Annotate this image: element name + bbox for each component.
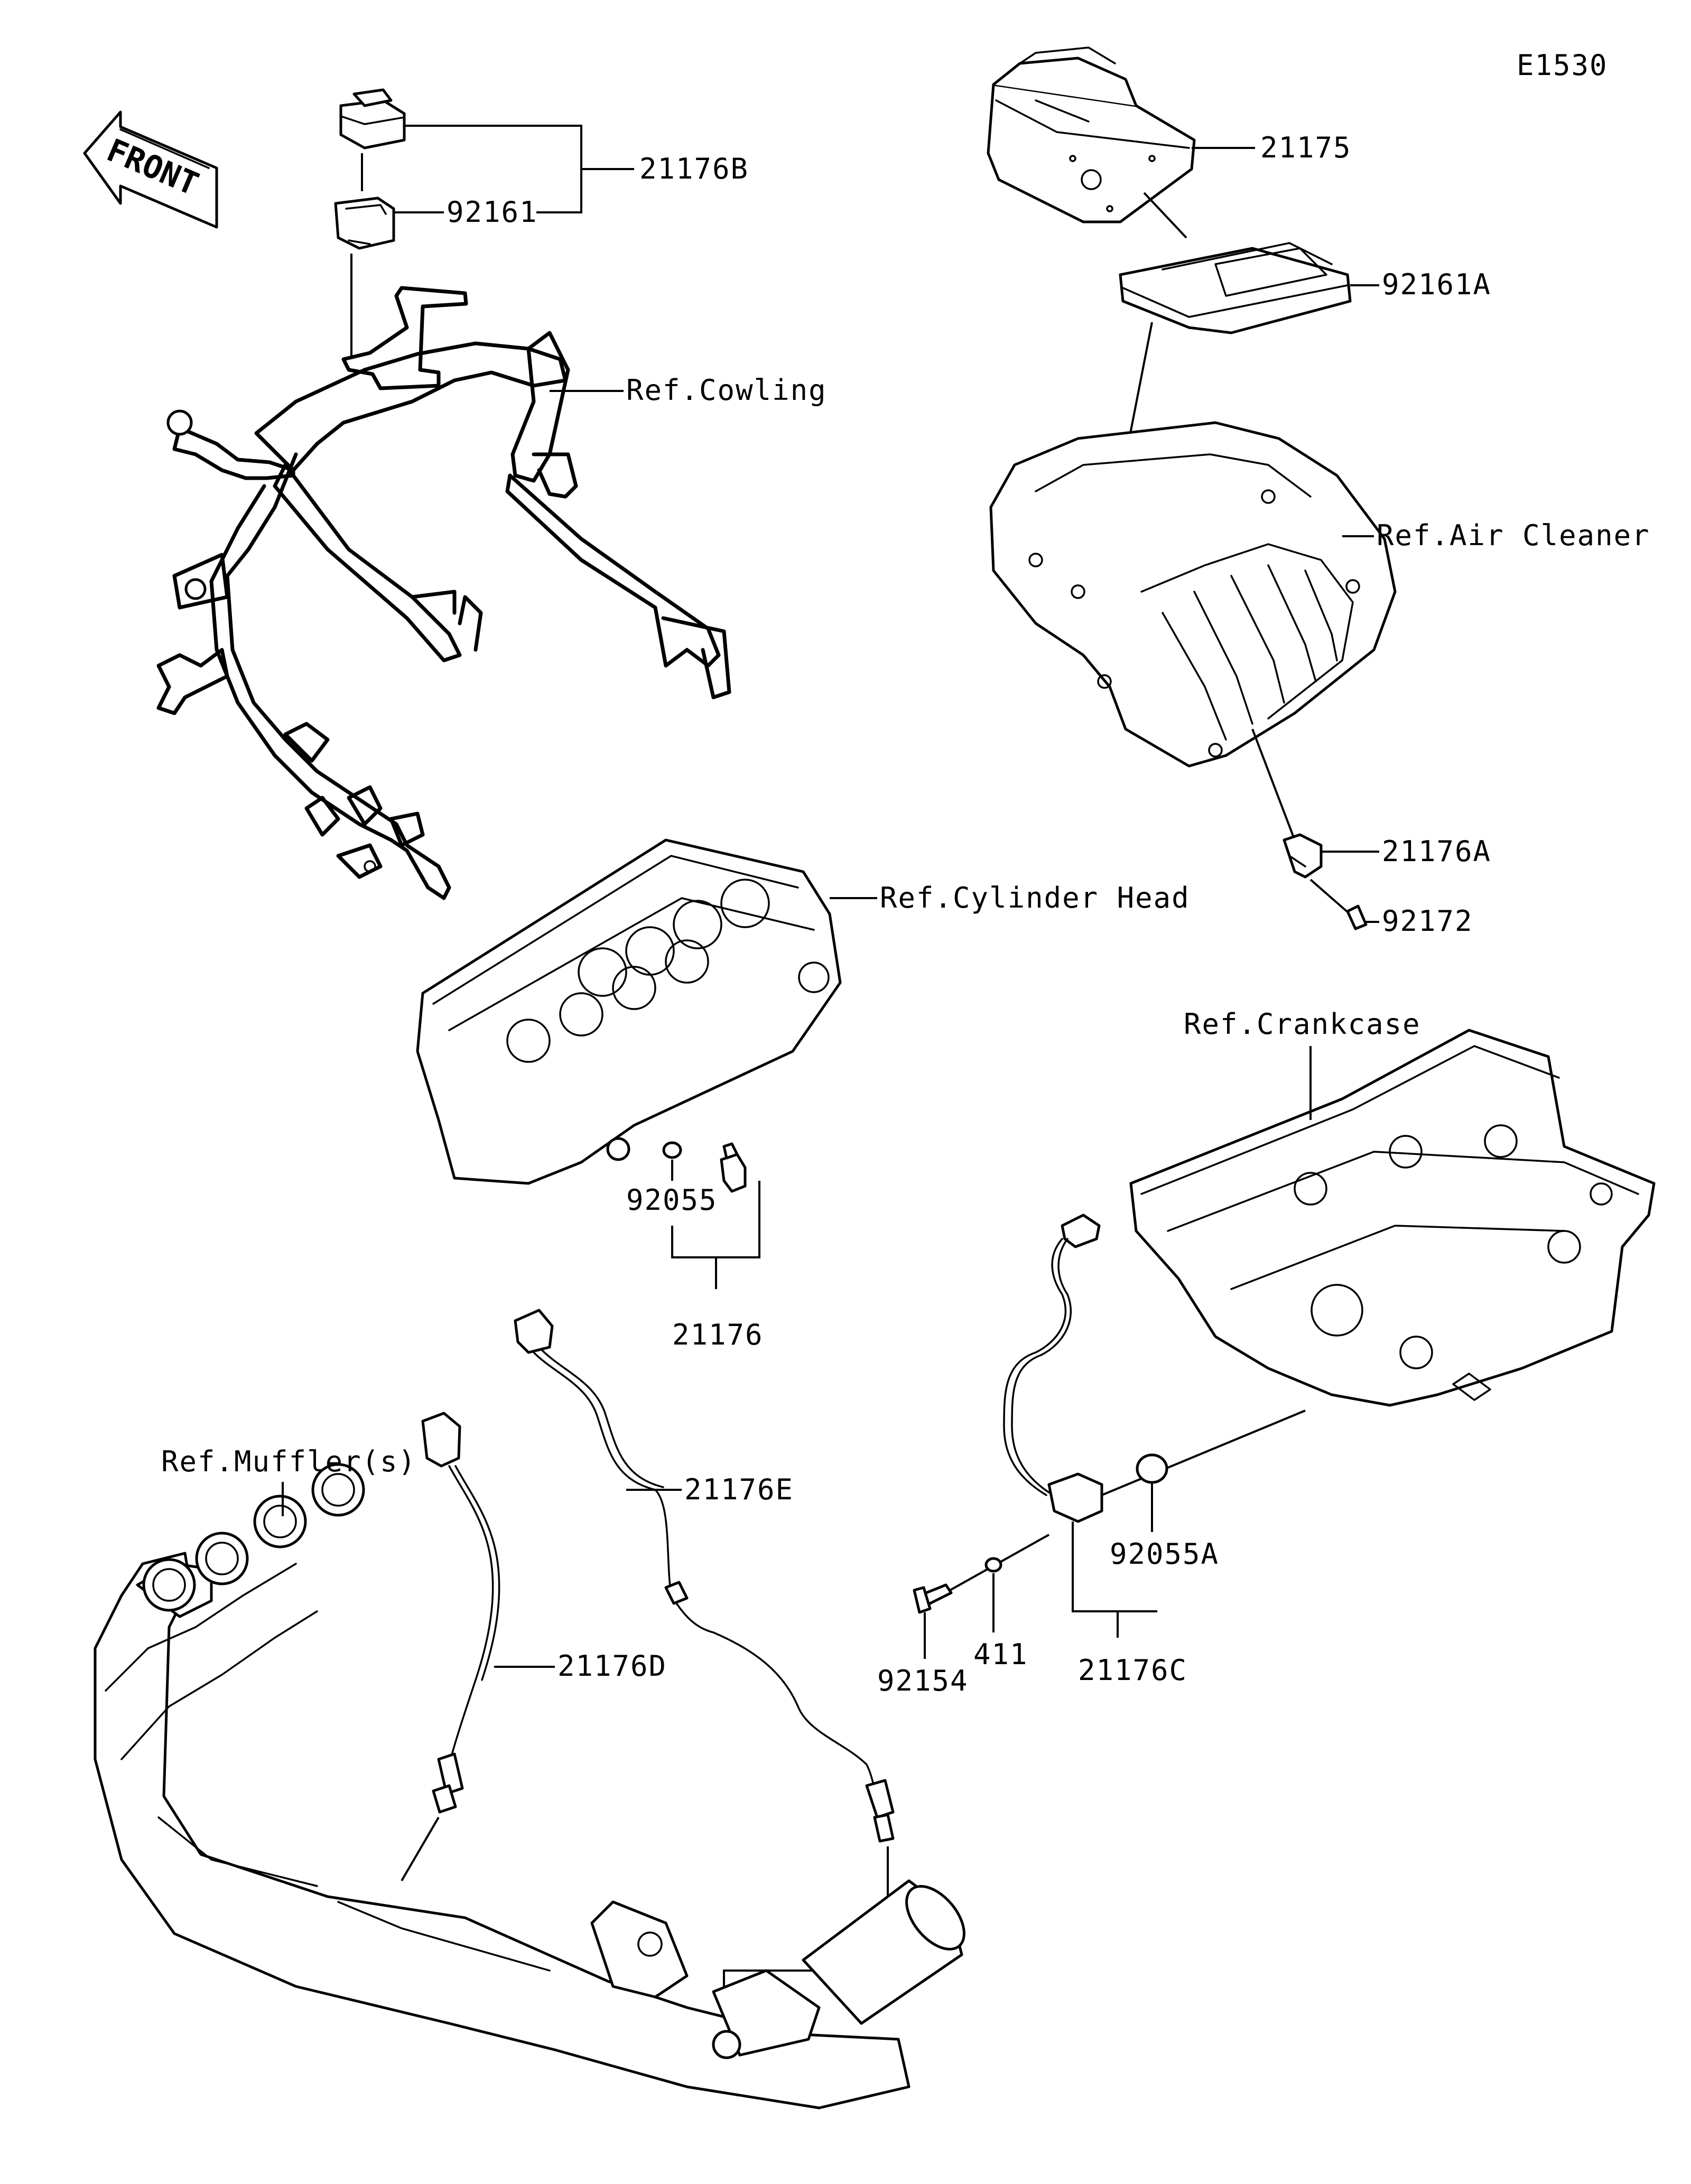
o2-sensor-21176D [421, 1412, 500, 1814]
label-21176B: 21176B [639, 152, 749, 185]
label-ref-air-cleaner: Ref.Air Cleaner [1377, 519, 1650, 552]
o2-sensor-21176E [514, 1309, 895, 1843]
label-21176A: 21176A [1382, 835, 1491, 868]
washer-411 [984, 1557, 1002, 1573]
label-411: 411 [973, 1638, 1028, 1671]
crankcase [1129, 1029, 1656, 1407]
boot-92161 [334, 197, 395, 250]
relay-21176B [339, 88, 406, 150]
label-92055A: 92055A [1110, 1537, 1219, 1571]
cowling-frame [156, 286, 731, 900]
label-92161A: 92161A [1382, 268, 1491, 301]
bolt-92154 [913, 1583, 953, 1614]
label-ref-cowling: Ref.Cowling [626, 374, 827, 407]
label-21176: 21176 [672, 1318, 764, 1351]
label-21175: 21175 [1260, 131, 1352, 164]
cylinder-head [416, 838, 842, 1185]
label-ref-cylinder-head: Ref.Cylinder Head [880, 881, 1190, 914]
exhaust-muffler [94, 1463, 965, 2110]
sensor-21176A [1283, 833, 1323, 879]
label-21176E: 21176E [684, 1473, 794, 1506]
holder-92161A [1119, 242, 1352, 334]
label-92161: 92161 [447, 195, 538, 229]
ecu-21175 [987, 46, 1196, 223]
label-92172: 92172 [1382, 904, 1473, 938]
harness-21176C [1003, 1214, 1103, 1523]
label-21176C: 21176C [1078, 1654, 1187, 1687]
label-21176D: 21176D [558, 1649, 667, 1683]
label-92154: 92154 [877, 1664, 969, 1697]
diagram-code: E1530 [1517, 49, 1608, 82]
oring-92055A [1136, 1453, 1168, 1484]
label-ref-crankcase: Ref.Crankcase [1184, 1007, 1421, 1041]
screw-92172 [1346, 904, 1368, 930]
label-ref-mufflers: Ref.Muffler(s) [161, 1445, 416, 1478]
front-arrow-icon: FRONT [83, 110, 218, 229]
washer-92055 [662, 1141, 682, 1159]
sensor-21176 [720, 1142, 747, 1193]
label-92055: 92055 [626, 1183, 718, 1217]
air-cleaner [989, 421, 1397, 768]
